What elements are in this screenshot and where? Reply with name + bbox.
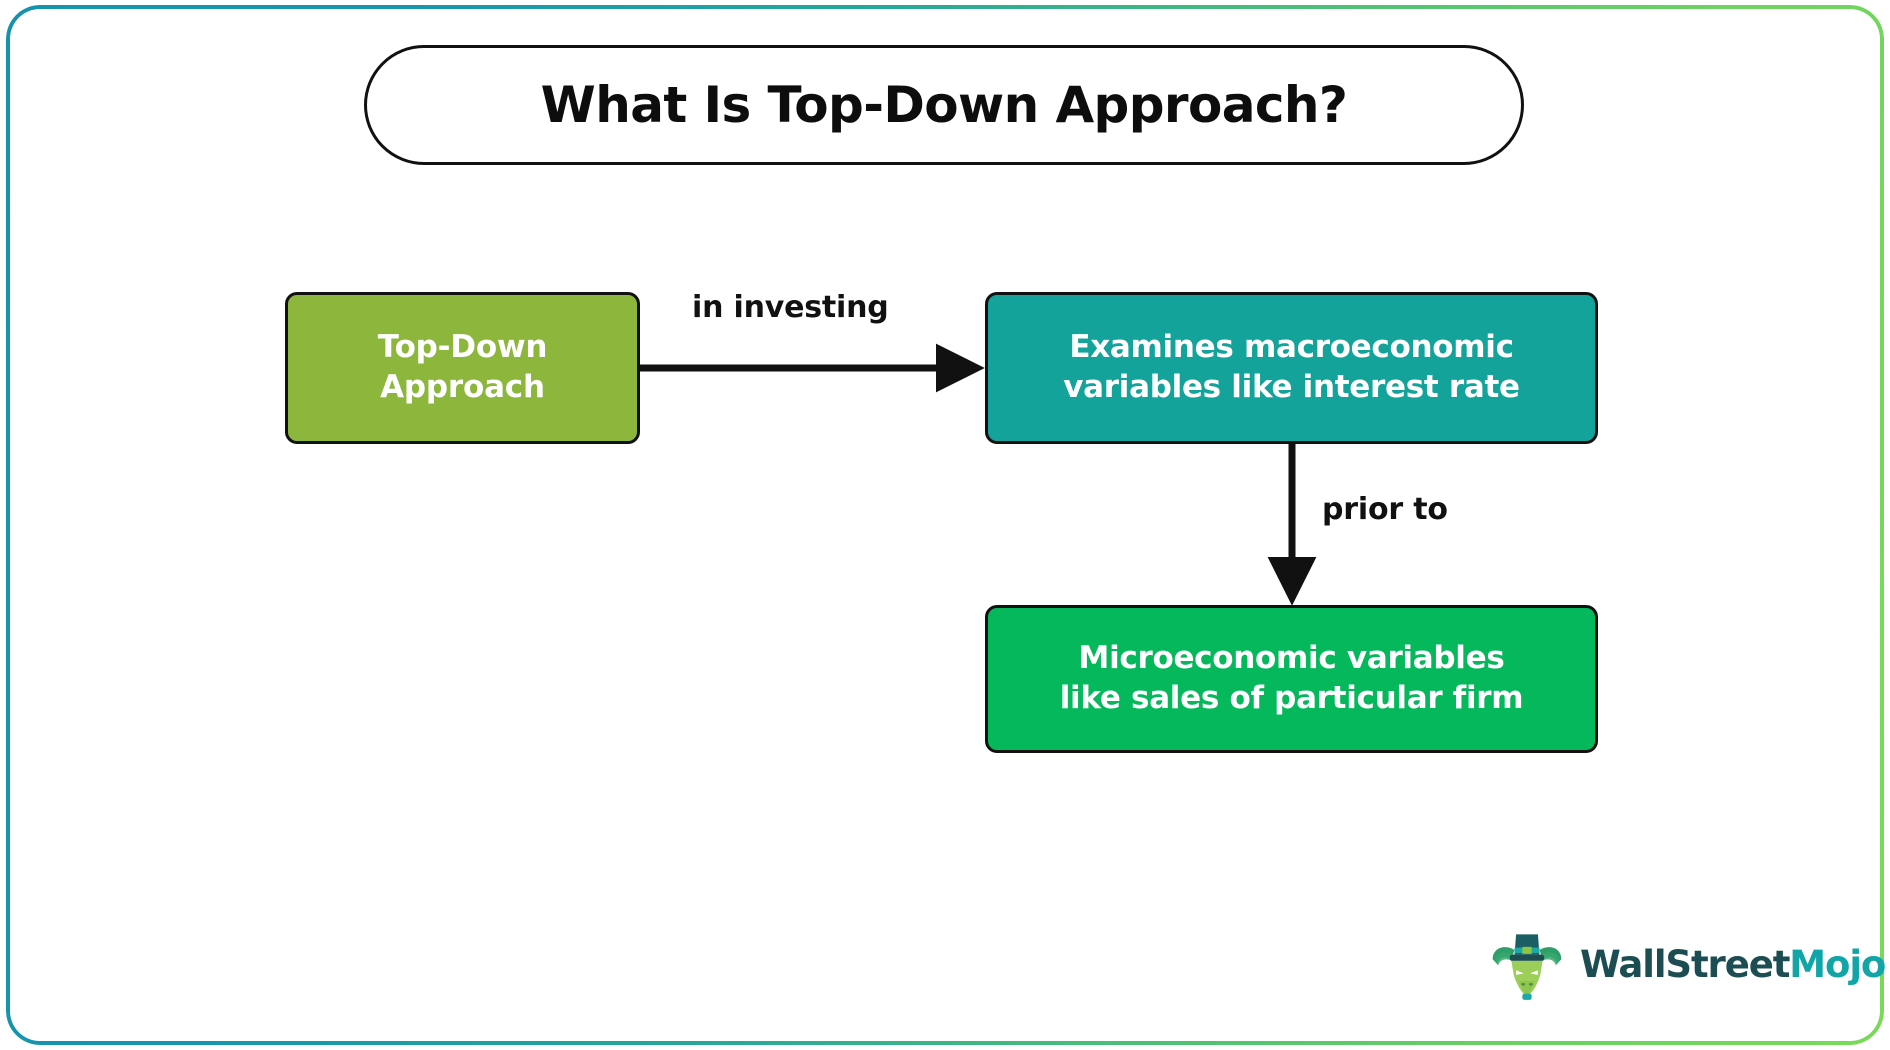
edge-label-in-investing: in investing: [692, 290, 889, 325]
page-title: What Is Top-Down Approach?: [540, 76, 1348, 134]
node-microeconomic-variables-line1: Microeconomic variables: [1078, 640, 1505, 677]
logo-wordmark-mojo: Mojo: [1789, 942, 1886, 986]
logo-wordmark: WallStreetMojo: [1580, 942, 1886, 986]
node-macroeconomic-variables-line1: Examines macroeconomic: [1069, 329, 1514, 366]
bull-mascot-with-top-hat-icon: [1492, 934, 1562, 1000]
node-top-down-approach-line2: Approach: [380, 369, 545, 405]
wallstreetmojo-logo: WallStreetMojo: [1488, 925, 1886, 1003]
node-macroeconomic-variables: Examines macroeconomic variables like in…: [985, 292, 1598, 444]
node-microeconomic-variables: Microeconomic variables like sales of pa…: [985, 605, 1598, 753]
edge-label-prior-to: prior to: [1322, 492, 1448, 527]
node-microeconomic-variables-line2: like sales of particular firm: [1059, 680, 1524, 716]
node-top-down-approach: Top-Down Approach: [285, 292, 640, 444]
node-macroeconomic-variables-line2: variables like interest rate: [1063, 369, 1520, 405]
title-pill: What Is Top-Down Approach?: [364, 45, 1524, 165]
node-top-down-approach-line1: Top-Down: [377, 329, 548, 366]
logo-wordmark-wallstreet: WallStreet: [1580, 942, 1790, 986]
